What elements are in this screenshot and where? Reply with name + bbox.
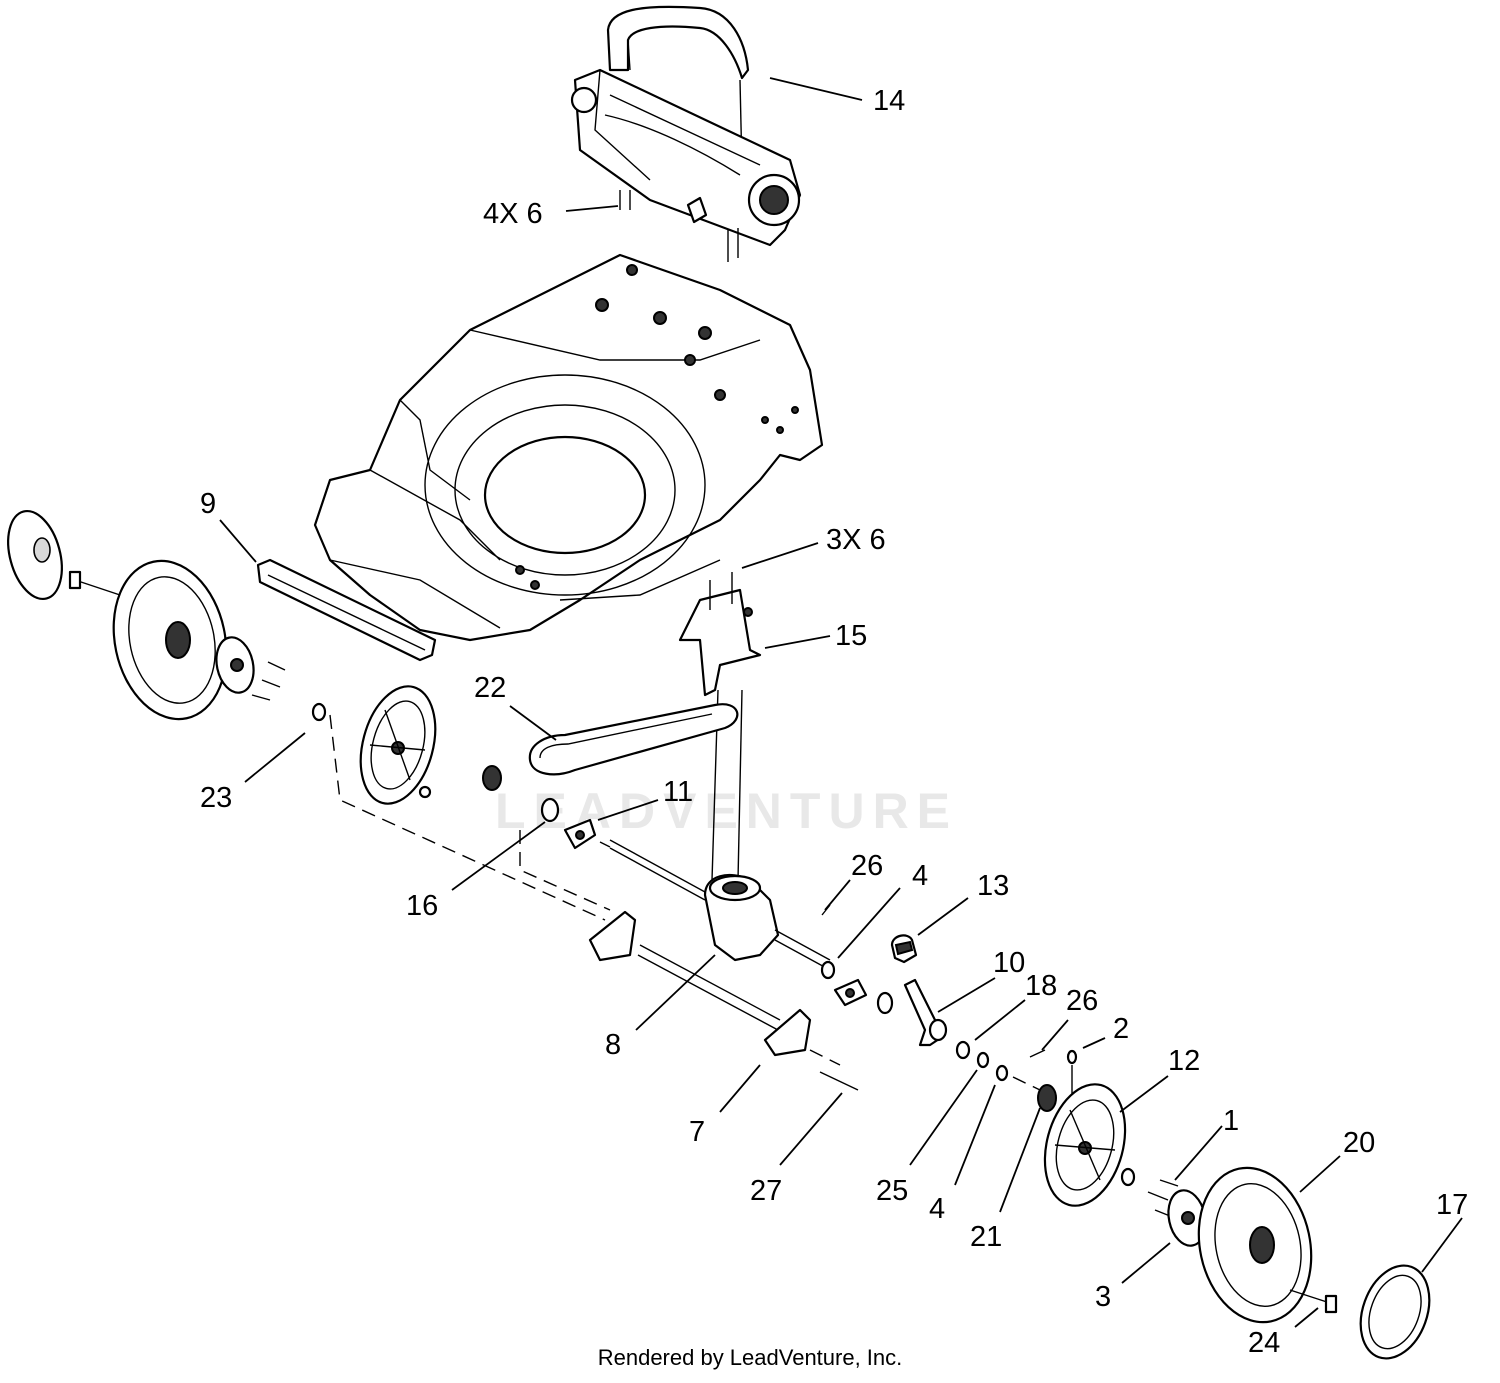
callout-1: 1 — [1223, 1105, 1239, 1137]
callout-21: 21 — [970, 1221, 1002, 1253]
callout-2: 2 — [1113, 1013, 1129, 1045]
callout-26-lower: 26 — [1066, 985, 1098, 1017]
callout-24: 24 — [1248, 1327, 1280, 1359]
callout-8: 8 — [605, 1029, 621, 1061]
drive-bracket — [678, 572, 762, 697]
left-wheel-assembly — [7, 509, 611, 850]
callout-17: 17 — [1436, 1189, 1468, 1221]
callout-22: 22 — [474, 672, 506, 704]
callout-10: 10 — [993, 947, 1025, 979]
callout-13: 13 — [977, 870, 1009, 902]
callout-4x6: 4X 6 — [483, 198, 543, 230]
callout-3: 3 — [1095, 1281, 1111, 1313]
handle-bag-assembly — [570, 5, 802, 262]
callout-9: 9 — [200, 488, 216, 520]
transmission — [609, 839, 831, 971]
callout-27: 27 — [750, 1175, 782, 1207]
footer-credit: Rendered by LeadVenture, Inc. — [597, 1345, 903, 1370]
right-wheel-assembly — [1043, 1083, 1431, 1360]
callout-25: 25 — [876, 1175, 908, 1207]
drive-belt — [528, 703, 739, 776]
callout-7: 7 — [689, 1116, 705, 1148]
callout-3x6: 3X 6 — [826, 524, 886, 556]
callout-18: 18 — [1025, 970, 1057, 1002]
callout-20: 20 — [1343, 1127, 1375, 1159]
mower-deck — [313, 253, 824, 642]
callout-4-lower: 4 — [929, 1193, 945, 1225]
callout-23: 23 — [200, 782, 232, 814]
callout-15: 15 — [835, 620, 867, 652]
callout-14: 14 — [873, 85, 905, 117]
callout-16: 16 — [406, 890, 438, 922]
front-bumper — [256, 558, 437, 662]
callout-4-upper: 4 — [912, 860, 928, 892]
callout-labels: 14 4X 6 9 3X 6 15 22 23 11 16 26 4 13 10… — [200, 85, 1468, 1359]
leader-lines — [219, 77, 1463, 1328]
rear-axle — [329, 714, 859, 1091]
callout-26-upper: 26 — [851, 850, 883, 882]
right-drive-components — [820, 904, 1078, 1112]
callout-11: 11 — [663, 776, 693, 808]
callout-12: 12 — [1168, 1045, 1200, 1077]
